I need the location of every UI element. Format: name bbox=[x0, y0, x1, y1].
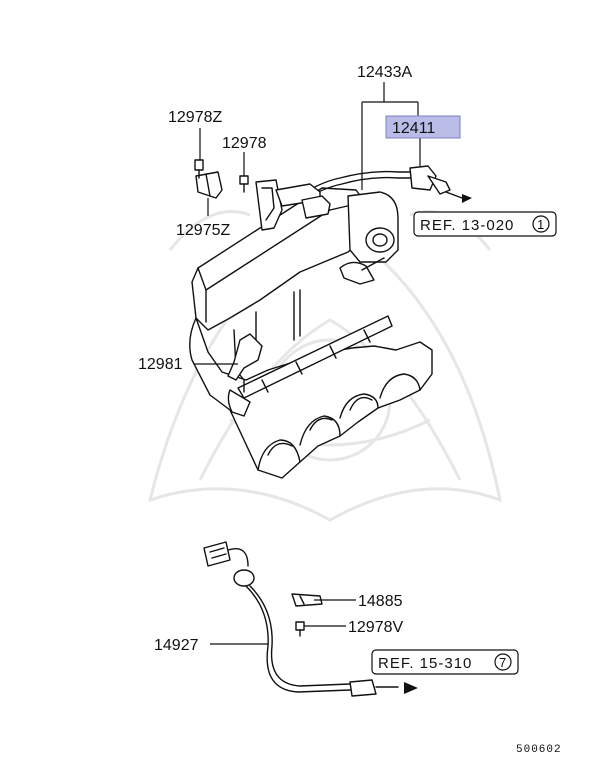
highlight-12411 bbox=[385, 115, 461, 139]
ref-number-15-310: 7 bbox=[499, 655, 506, 670]
ref-link-15-310[interactable]: REF. 15-310 7 bbox=[371, 649, 519, 675]
ref-label-15-310: REF. 15-310 bbox=[378, 655, 472, 672]
intake-manifold bbox=[189, 187, 433, 479]
bracket-14885 bbox=[291, 593, 323, 607]
label-12981[interactable]: 12981 bbox=[138, 356, 183, 373]
sensor-harness-14927 bbox=[203, 541, 418, 697]
bolt-12978 bbox=[239, 175, 249, 193]
label-14927[interactable]: 14927 bbox=[154, 637, 199, 654]
leader-lines bbox=[194, 82, 421, 645]
label-12978z[interactable]: 12978Z bbox=[168, 109, 222, 126]
vacuum-pipe-bracket bbox=[255, 179, 331, 231]
label-12975z[interactable]: 12975Z bbox=[176, 222, 230, 239]
label-12978v[interactable]: 12978V bbox=[348, 619, 403, 636]
bolt-12978v bbox=[295, 621, 305, 637]
label-12978[interactable]: 12978 bbox=[222, 135, 267, 152]
ref-number-13-020: 1 bbox=[537, 217, 544, 232]
ref-link-13-020[interactable]: REF. 13-020 1 bbox=[413, 211, 557, 237]
label-14885[interactable]: 14885 bbox=[358, 593, 403, 610]
arrow-icon bbox=[462, 194, 472, 203]
ref-label-13-020: REF. 13-020 bbox=[420, 217, 514, 234]
diagram-code: 500602 bbox=[516, 744, 562, 756]
bracket-12975z bbox=[195, 171, 223, 199]
label-12433a[interactable]: 12433A bbox=[357, 64, 412, 81]
hose-12981 bbox=[227, 333, 263, 381]
pressure-sensor-12411 bbox=[409, 165, 472, 203]
arrow-icon bbox=[404, 682, 418, 694]
label-12411[interactable]: 12411 bbox=[392, 120, 435, 137]
